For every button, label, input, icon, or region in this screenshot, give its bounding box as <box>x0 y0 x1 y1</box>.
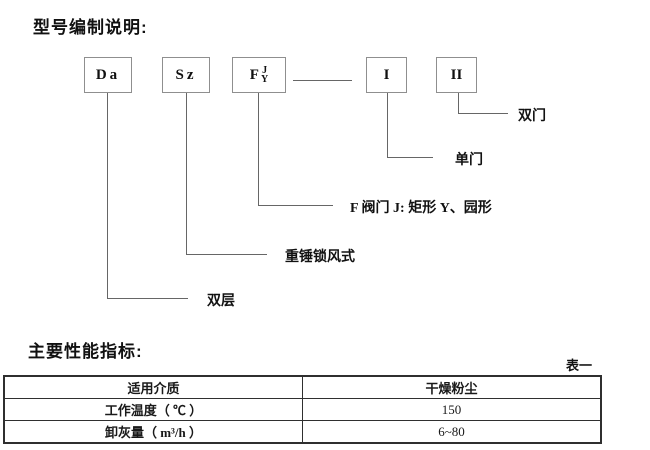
connector-i-vertical <box>387 93 388 157</box>
connector-ii-vertical <box>458 93 459 113</box>
code-box-y-label: Y <box>260 74 269 85</box>
code-box-i-label: I <box>383 66 390 83</box>
table-row: 工作温度（ ℃ ） 150 <box>3 398 602 421</box>
connector-ii-horizontal <box>458 113 508 114</box>
performance-table: 适用介质 干燥粉尘 工作温度（ ℃ ） 150 卸灰量（ m³/h ） 6~80 <box>3 375 602 444</box>
code-box-fjy: F J Y <box>232 57 286 93</box>
label-single-door: 单门 <box>455 153 483 168</box>
connector-f-horizontal <box>258 205 333 206</box>
table-row: 适用介质 干燥粉尘 <box>3 375 602 399</box>
connector-sz-horizontal <box>186 254 267 255</box>
model-coding-title: 型号编制说明: <box>33 18 148 37</box>
row-temperature-value: 150 <box>302 398 602 421</box>
connector-i-horizontal <box>387 157 433 158</box>
table-row: 卸灰量（ m³/h ） 6~80 <box>3 420 602 444</box>
row-capacity-label: 卸灰量（ m³/h ） <box>3 420 303 444</box>
row-temperature-label: 工作温度（ ℃ ） <box>3 398 303 421</box>
label-valve-types: F 阀门 J: 矩形 Y、园形 <box>350 201 492 216</box>
connector-sz-vertical <box>186 93 187 254</box>
connector-da-horizontal <box>107 298 188 299</box>
code-box-sz: Sz <box>162 57 210 93</box>
code-box-ii-label: II <box>450 66 463 83</box>
code-box-sz-label: Sz <box>175 66 197 83</box>
row-medium-label: 适用介质 <box>3 375 303 399</box>
code-continuation-dash <box>293 80 352 81</box>
connector-da-vertical <box>107 93 108 298</box>
row-capacity-value: 6~80 <box>302 420 602 444</box>
table-caption: 表一 <box>566 358 593 373</box>
label-double-door: 双门 <box>518 109 546 124</box>
code-box-ii: II <box>436 57 477 93</box>
code-box-da: Da <box>84 57 132 93</box>
connector-f-vertical <box>258 93 259 205</box>
label-lock-type: 重锤锁风式 <box>285 250 355 265</box>
code-box-j-label: J <box>262 65 268 76</box>
performance-title: 主要性能指标: <box>28 342 143 361</box>
row-medium-value: 干燥粉尘 <box>302 375 602 399</box>
code-box-f-label: F <box>249 66 259 83</box>
code-box-fjy-stack: J Y <box>260 65 269 85</box>
label-double-layer: 双层 <box>207 294 235 309</box>
code-box-i: I <box>366 57 407 93</box>
code-box-da-label: Da <box>95 66 121 83</box>
